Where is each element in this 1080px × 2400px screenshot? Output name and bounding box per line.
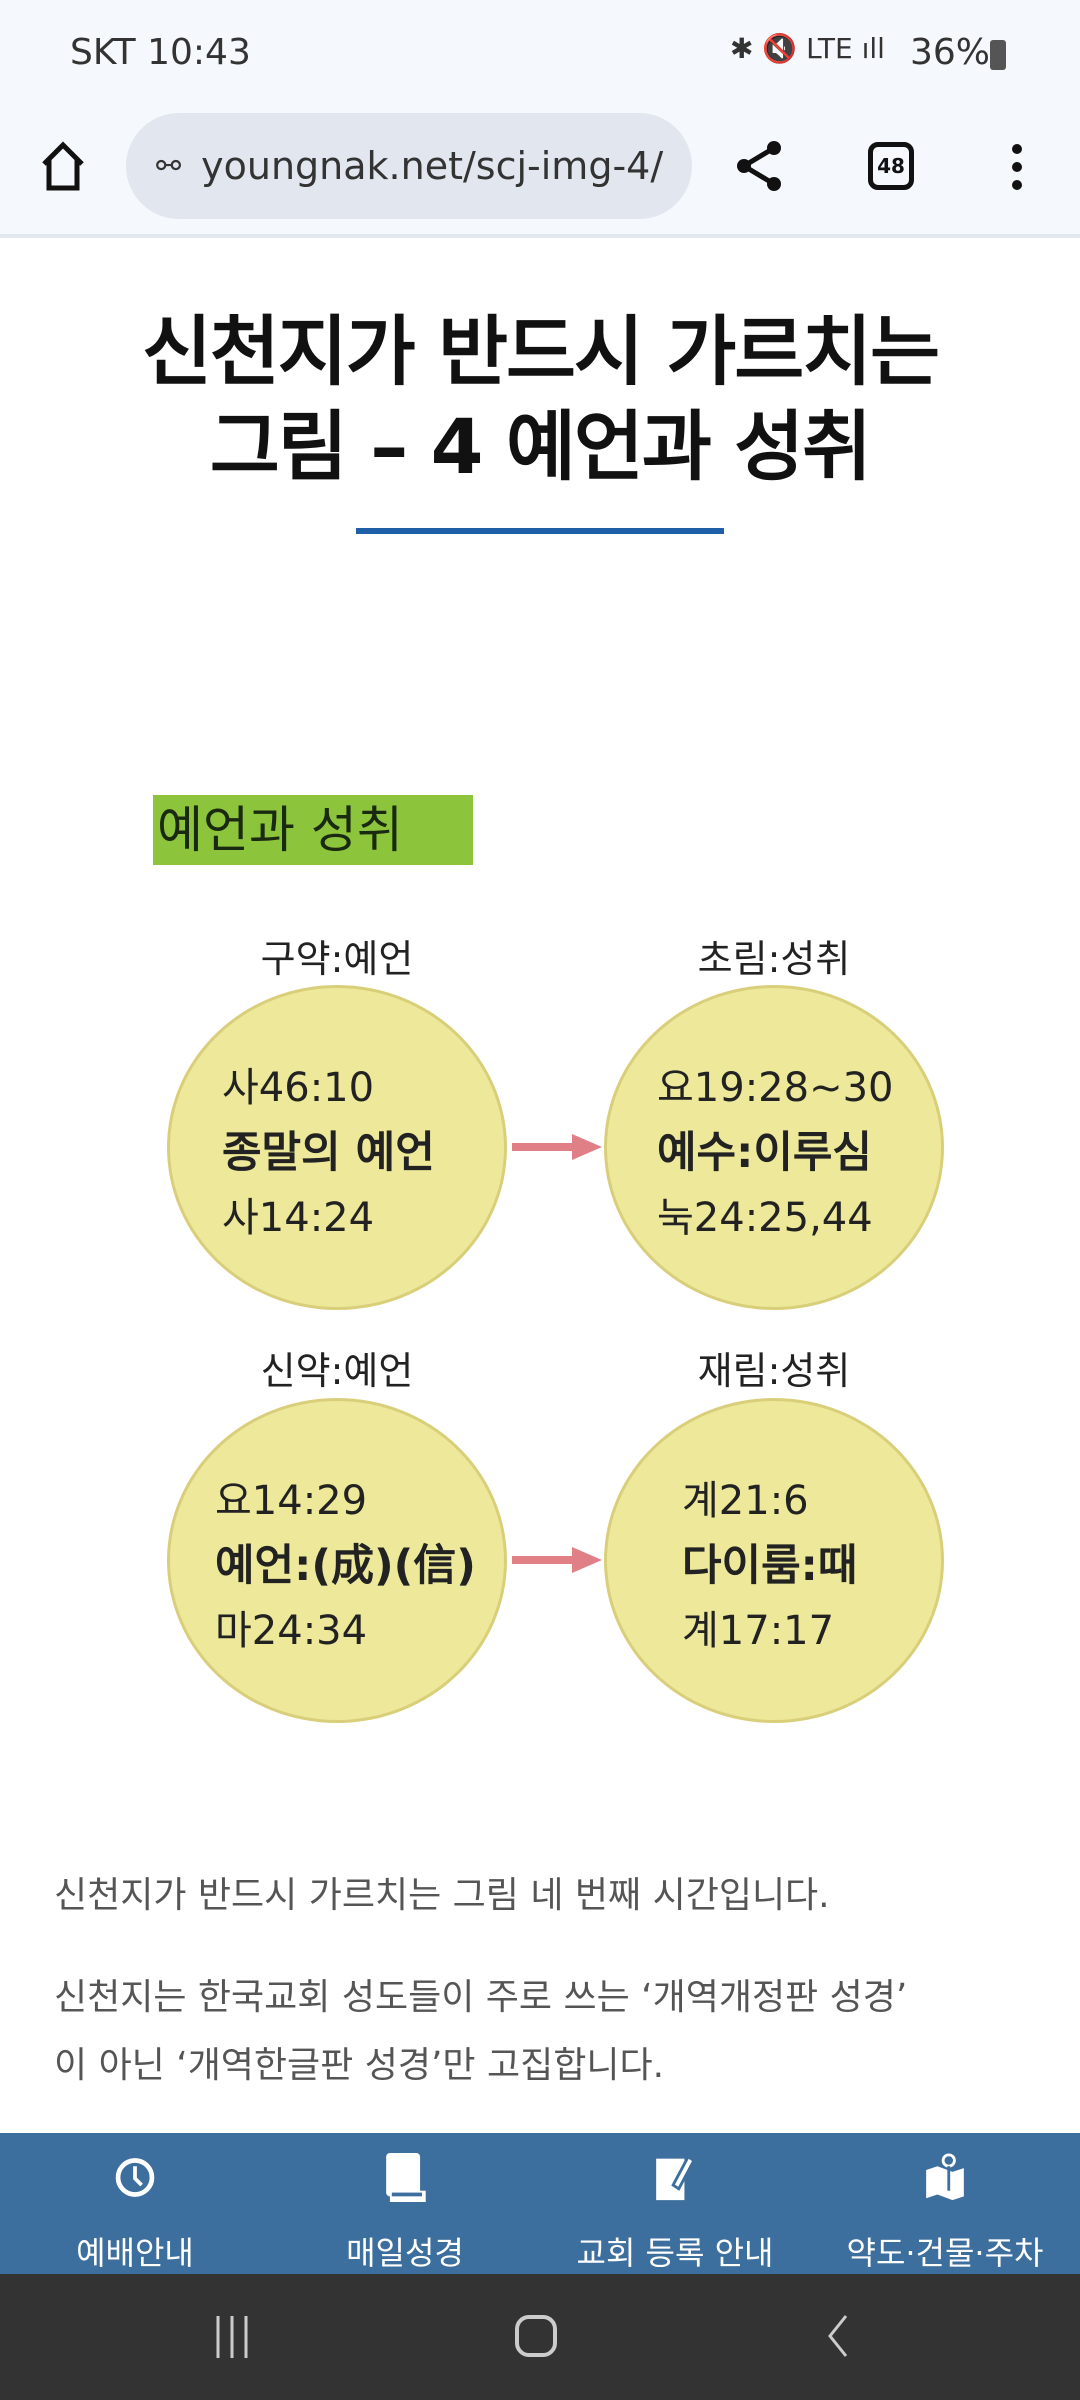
map-icon [926, 2153, 964, 2201]
circle-line: 계21:6 [682, 1478, 809, 1524]
status-icons: ✱ 🔇 LTE ıll [730, 32, 885, 65]
nav-label: 예배안내 [76, 2234, 194, 2272]
circle-line: 눅24:25,44 [657, 1195, 873, 1241]
circle-line: 마24:34 [215, 1608, 368, 1654]
paragraph: 신천지는 한국교회 성도들이 주로 쓰는 ‘개역개정판 성경’ [54, 1977, 908, 2018]
arrow-icon [512, 1134, 602, 1160]
tab-count-button[interactable]: 48 [868, 142, 914, 190]
url-text: youngnak.net/scj-img-4/ [201, 144, 664, 188]
share-icon[interactable] [732, 138, 788, 194]
circle-line: 예수:이루심 [657, 1128, 872, 1178]
book-icon [386, 2153, 426, 2202]
nav-label: 교회 등록 안내 [576, 2234, 774, 2272]
home-icon[interactable] [38, 140, 88, 192]
panel-label: 구약:예언 [260, 937, 414, 981]
paragraph: 신천지가 반드시 가르치는 그림 네 번째 시간입니다. [54, 1875, 830, 1916]
site-settings-icon[interactable]: ⚯ [156, 148, 182, 184]
page-title-line1: 신천지가 반드시 가르치는 [141, 307, 940, 396]
circle-line: 사14:24 [222, 1195, 375, 1241]
circle-line: 계17:17 [682, 1608, 835, 1654]
page-title-line2: 그림 – 4 예언과 성취 [209, 402, 872, 491]
nav-map-building-parking[interactable]: 약도·건물·주차 [810, 2133, 1080, 2274]
bottom-nav: 예배안내 매일성경 교회 등록 안내 약도·건물·주차 [0, 2133, 1080, 2274]
back-icon[interactable] [826, 2314, 850, 2358]
circle-line: 다이룸:때 [682, 1541, 858, 1591]
panel-label: 재림:성취 [697, 1349, 851, 1393]
paragraph: 이 아닌 ‘개역한글판 성경’만 고집합니다. [54, 2045, 665, 2086]
title-underline [356, 528, 724, 534]
nav-label: 약도·건물·주차 [846, 2234, 1044, 2272]
panel-label: 신약:예언 [260, 1349, 414, 1393]
circle-line: 요14:29 [215, 1478, 368, 1524]
prophecy-circle: 요14:29 예언:(成)(信) 마24:34 [167, 1398, 507, 1723]
url-bar[interactable]: ⚯ youngnak.net/scj-img-4/ [126, 113, 692, 219]
nav-label: 매일성경 [346, 2234, 464, 2272]
recent-apps-icon[interactable] [212, 2316, 252, 2358]
circle-line: 요19:28~30 [657, 1065, 894, 1111]
panel-label: 초림:성취 [697, 937, 851, 981]
browser-toolbar: ⚯ youngnak.net/scj-img-4/ 48 [0, 100, 1080, 238]
clock-icon [115, 2158, 155, 2197]
prophecy-circle: 사46:10 종말의 예언 사14:24 [167, 985, 507, 1310]
arrow-icon [512, 1547, 602, 1573]
battery-level: 36% [910, 32, 991, 73]
battery-icon [990, 40, 1006, 70]
home-button-icon[interactable] [514, 2314, 558, 2358]
nav-church-registration[interactable]: 교회 등록 안내 [540, 2133, 810, 2274]
nav-worship-info[interactable]: 예배안내 [0, 2133, 270, 2274]
circle-line: 예언:(成)(信) [215, 1541, 476, 1591]
network-type: LTE [806, 32, 853, 65]
menu-icon[interactable] [1012, 144, 1022, 190]
fulfillment-circle: 요19:28~30 예수:이루심 눅24:25,44 [604, 985, 944, 1310]
fulfillment-circle: 계21:6 다이룸:때 계17:17 [604, 1398, 944, 1723]
system-nav-bar [0, 2274, 1080, 2400]
circle-line: 사46:10 [222, 1065, 375, 1111]
status-bar: SKT 10:43 ✱ 🔇 LTE ıll 36% [0, 0, 1080, 100]
circle-line: 종말의 예언 [222, 1128, 435, 1178]
edit-icon [656, 2154, 696, 2201]
carrier-time: SKT 10:43 [70, 32, 251, 73]
figure-heading: 예언과 성취 [153, 795, 473, 865]
nav-daily-bible[interactable]: 매일성경 [270, 2133, 540, 2274]
